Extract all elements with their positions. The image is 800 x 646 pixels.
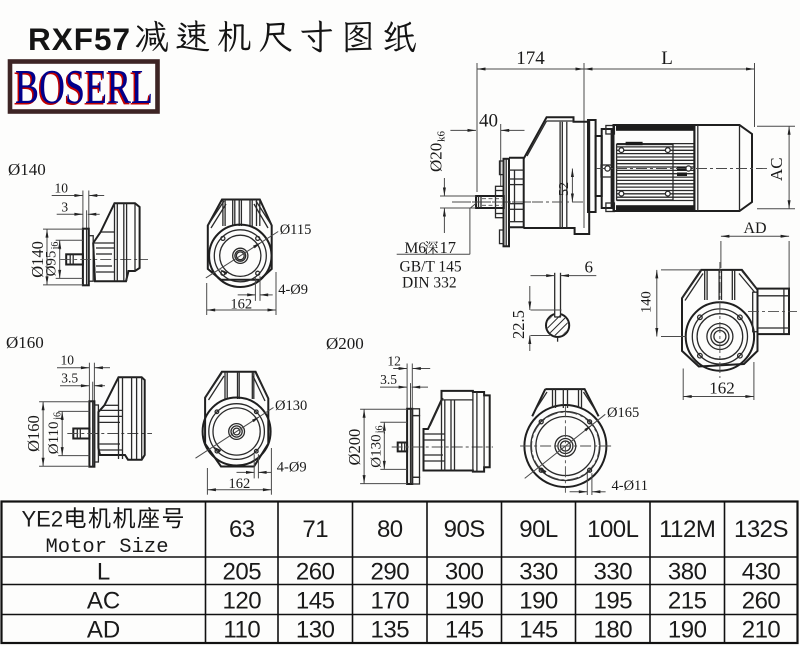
svg-text:90S: 90S <box>444 516 485 543</box>
svg-text:4-Ø9: 4-Ø9 <box>278 282 308 298</box>
svg-text:3: 3 <box>61 199 68 214</box>
svg-text:130: 130 <box>296 617 335 644</box>
svg-text:Ø20: Ø20 <box>427 143 446 172</box>
svg-text:112M: 112M <box>659 516 715 543</box>
svg-text:L: L <box>97 559 110 586</box>
svg-text:162: 162 <box>709 379 735 398</box>
svg-text:j6: j6 <box>50 242 61 251</box>
svg-text:63: 63 <box>229 516 255 543</box>
svg-text:GB/T 145: GB/T 145 <box>400 259 462 276</box>
svg-text:k6: k6 <box>436 131 448 143</box>
svg-text:330: 330 <box>594 559 633 586</box>
svg-text:Ø200: Ø200 <box>326 334 364 353</box>
svg-text:52: 52 <box>557 182 572 196</box>
svg-text:170: 170 <box>371 588 410 615</box>
svg-text:AC: AC <box>767 157 786 181</box>
svg-text:190: 190 <box>519 588 558 615</box>
svg-text:100L: 100L <box>587 516 639 543</box>
svg-text:120: 120 <box>223 588 262 615</box>
svg-text:190: 190 <box>445 588 484 615</box>
svg-text:Ø165: Ø165 <box>607 405 639 421</box>
svg-text:4-Ø9: 4-Ø9 <box>277 459 307 475</box>
svg-text:Ø95: Ø95 <box>44 251 60 277</box>
svg-text:Ø160: Ø160 <box>6 333 44 352</box>
svg-text:RXF57: RXF57 <box>28 21 131 57</box>
svg-text:Ø130: Ø130 <box>275 398 307 414</box>
svg-text:10: 10 <box>60 353 74 368</box>
svg-text:135: 135 <box>371 617 410 644</box>
svg-text:BOSERL: BOSERL <box>15 59 153 114</box>
svg-text:110: 110 <box>223 617 260 644</box>
svg-text:71: 71 <box>302 516 328 543</box>
svg-text:L: L <box>661 48 673 69</box>
svg-text:132S: 132S <box>734 516 788 543</box>
svg-text:145: 145 <box>296 588 335 615</box>
svg-text:3.5: 3.5 <box>380 372 397 387</box>
svg-text:Ø110: Ø110 <box>46 421 62 454</box>
svg-text:M6: M6 <box>405 240 427 257</box>
svg-text:90L: 90L <box>519 516 558 543</box>
svg-text:290: 290 <box>371 559 410 586</box>
svg-text:190: 190 <box>668 617 707 644</box>
svg-text:Motor Size: Motor Size <box>46 536 169 559</box>
svg-text:17: 17 <box>440 238 457 257</box>
svg-text:Ø140: Ø140 <box>28 241 47 278</box>
svg-text:145: 145 <box>519 617 558 644</box>
svg-text:j6: j6 <box>53 412 64 421</box>
svg-text:180: 180 <box>594 617 633 644</box>
svg-text:174: 174 <box>516 48 545 69</box>
svg-text:210: 210 <box>742 617 781 644</box>
svg-text:DIN 332: DIN 332 <box>402 275 457 292</box>
svg-text:80: 80 <box>377 516 403 543</box>
svg-text:4-Ø11: 4-Ø11 <box>612 478 649 494</box>
svg-text:Ø115: Ø115 <box>280 222 312 238</box>
svg-text:Ø130: Ø130 <box>368 434 384 467</box>
svg-text:3.5: 3.5 <box>61 371 78 386</box>
svg-text:205: 205 <box>223 559 262 586</box>
svg-text:AD: AD <box>743 220 766 237</box>
svg-text:12: 12 <box>387 354 401 369</box>
svg-text:430: 430 <box>742 559 781 586</box>
svg-text:Ø160: Ø160 <box>24 415 43 452</box>
svg-text:BOSERL: BOSERL <box>14 61 152 116</box>
svg-text:AC: AC <box>87 588 120 615</box>
svg-text:260: 260 <box>296 559 335 586</box>
svg-text:195: 195 <box>594 588 633 615</box>
svg-text:22.5: 22.5 <box>509 310 528 339</box>
svg-text:380: 380 <box>668 559 707 586</box>
svg-text:Ø140: Ø140 <box>8 160 46 179</box>
svg-text:10: 10 <box>55 181 69 196</box>
svg-text:300: 300 <box>445 559 484 586</box>
svg-text:j6: j6 <box>375 425 386 434</box>
svg-text:162: 162 <box>229 476 251 492</box>
svg-text:162: 162 <box>230 297 252 313</box>
svg-text:AD: AD <box>87 617 120 644</box>
svg-text:215: 215 <box>668 588 707 615</box>
svg-text:140: 140 <box>639 291 655 313</box>
svg-text:40: 40 <box>479 111 498 132</box>
svg-text:260: 260 <box>742 588 781 615</box>
svg-text:330: 330 <box>519 559 558 586</box>
svg-text:YE2: YE2 <box>22 507 64 532</box>
svg-text:6: 6 <box>585 258 594 277</box>
svg-text:145: 145 <box>445 617 484 644</box>
svg-text:Ø200: Ø200 <box>345 429 364 466</box>
